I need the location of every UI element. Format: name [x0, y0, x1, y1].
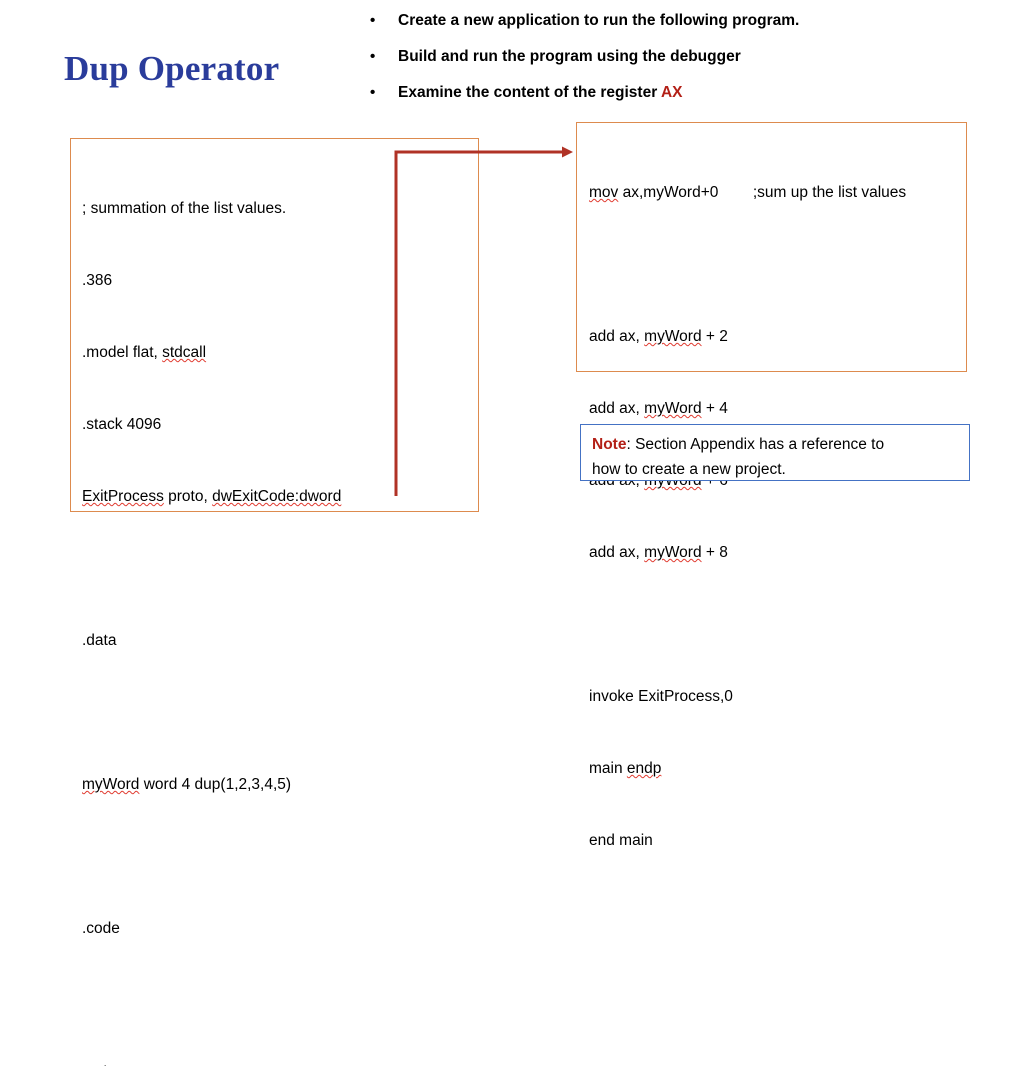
bullet-text: Examine the content of the register AX — [398, 82, 990, 104]
code-line: add ax, myWord + 4 — [589, 400, 728, 417]
misspelled-word: endp — [626, 760, 662, 777]
code-line-blank — [82, 701, 478, 725]
bullet-text: Build and run the program using the debu… — [398, 46, 990, 68]
misspelled-word: stdcall — [162, 344, 207, 361]
code-line-blank — [82, 557, 478, 581]
register-highlight: AX — [660, 84, 683, 101]
code-line: mov ax,myWord+0 ;sum up the list values — [589, 184, 907, 201]
code-line: .stack 4096 — [82, 413, 478, 437]
code-text: .code — [82, 920, 120, 937]
code-text: .386 — [82, 272, 113, 289]
misspelled-word: myWord — [82, 776, 140, 793]
list-item: • Examine the content of the register AX — [370, 82, 990, 104]
bullet-text: Create a new application to run the foll… — [398, 10, 990, 32]
code-text: ; summation of the list values. — [82, 200, 287, 217]
code-text: end main — [589, 832, 653, 849]
code-text: main proc — [82, 1064, 150, 1066]
code-line: ; summation of the list values. — [82, 197, 478, 221]
bullet-text-main: Examine the content of the register — [398, 84, 661, 101]
note-keyword: Note — [592, 436, 627, 453]
note-line-1: Note: Section Appendix has a reference t… — [592, 432, 959, 457]
note-text-1: Section Appendix has a reference to — [630, 436, 885, 453]
code-line: .model flat, stdcall — [82, 344, 207, 361]
code-text: .stack 4096 — [82, 416, 162, 433]
code-text: invoke ExitProcess,0 — [589, 688, 733, 705]
note-callout: Note: Section Appendix has a reference t… — [580, 424, 970, 481]
code-line-blank — [82, 845, 478, 869]
misspelled-word: myWord — [644, 328, 702, 345]
bullet-text-main: Create a new application to run the foll… — [398, 12, 800, 29]
code-line: .data — [82, 629, 478, 653]
bullet-text-main: Build and run the program using the debu… — [398, 48, 741, 65]
misspelled-word: myWord — [644, 544, 702, 561]
code-block-right: mov ax,myWord+0 ;sum up the list values … — [576, 122, 967, 849]
misspelled-word: dwExitCode:dword — [212, 488, 342, 505]
code-line: .code — [82, 917, 478, 941]
code-line: main endp — [589, 760, 662, 777]
page-title: Dup Operator — [64, 49, 280, 88]
code-line: ExitProcess proto, dwExitCode:dword — [82, 488, 342, 505]
code-line: end main — [589, 829, 966, 853]
code-line: main proc — [82, 1061, 478, 1066]
code-line-blank — [589, 253, 966, 277]
bullet-dot-icon: • — [370, 48, 376, 65]
bullet-dot-icon: • — [370, 84, 376, 101]
code-line: myWord word 4 dup(1,2,3,4,5) — [82, 776, 292, 793]
bullet-list: • Create a new application to run the fo… — [370, 10, 990, 118]
code-line: .386 — [82, 269, 478, 293]
misspelled-word: myWord — [644, 400, 702, 417]
code-line-blank — [82, 989, 478, 1013]
code-text: .data — [82, 632, 117, 649]
list-item: • Create a new application to run the fo… — [370, 10, 990, 32]
list-item: • Build and run the program using the de… — [370, 46, 990, 68]
misspelled-word: mov — [589, 184, 619, 201]
note-line-2: how to create a new project. — [592, 461, 786, 478]
connector-arrow-head — [562, 146, 573, 158]
code-line: invoke ExitProcess,0 — [589, 685, 966, 709]
code-block-left: ; summation of the list values. .386 .mo… — [70, 138, 479, 1066]
bullet-dot-icon: • — [370, 12, 376, 29]
code-line: add ax, myWord + 8 — [589, 544, 728, 561]
note-separator: : — [626, 436, 631, 453]
code-line-blank — [589, 613, 966, 637]
misspelled-word: ExitProcess — [82, 488, 164, 505]
code-line: add ax, myWord + 2 — [589, 328, 728, 345]
